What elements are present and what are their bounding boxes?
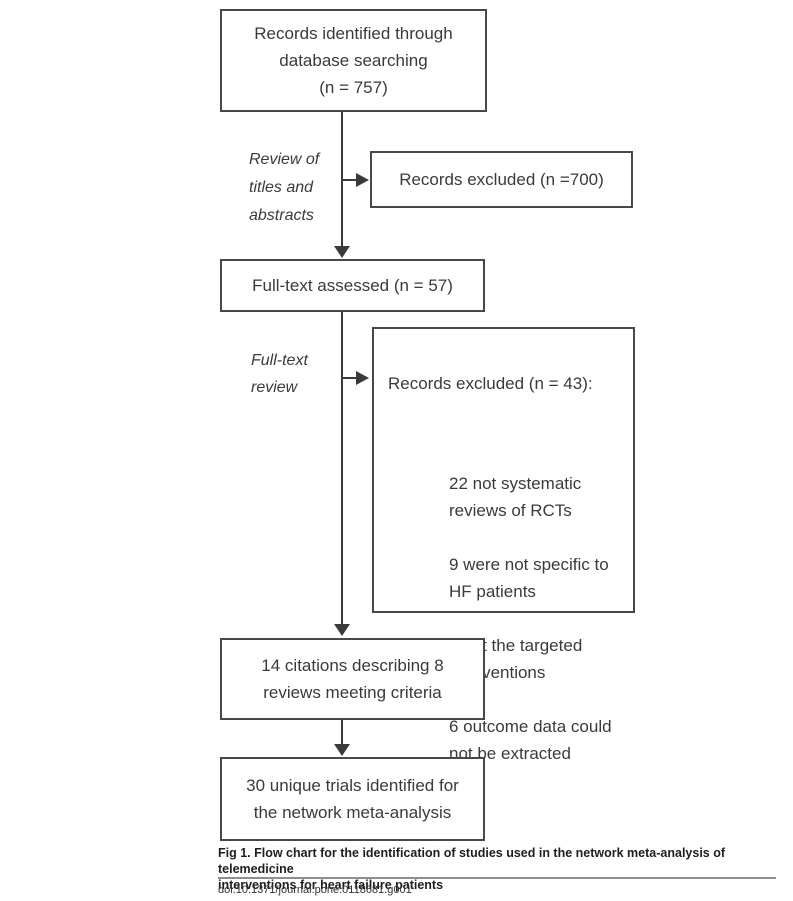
figure-doi: doi:10.1371/journal.pone.0118681.g001 xyxy=(218,884,412,896)
box-records-excluded-fulltext: Records excluded (n = 43): 22 not system… xyxy=(372,327,635,763)
connector-line-vertical xyxy=(341,720,343,745)
box-records-excluded-titles: Records excluded (n =700) xyxy=(370,151,633,208)
exclusion-reason: 22 not systematic reviews of RCTs xyxy=(449,474,582,520)
edge-label-fulltext-review: Full-text review xyxy=(251,352,308,396)
box-citations-meeting-criteria: 14 citations describing 8 reviews meetin… xyxy=(220,638,485,720)
exclusion-reason-list: 22 not systematic reviews of RCTs 9 were… xyxy=(449,443,625,794)
arrow-down-icon xyxy=(334,246,350,258)
arrow-down-icon xyxy=(334,624,350,636)
connector-line-horizontal xyxy=(342,377,357,379)
box-records-identified: Records identified through database sear… xyxy=(220,9,487,112)
arrow-down-icon xyxy=(334,744,350,756)
exclusion-reason: 9 were not specific to HF patients xyxy=(449,555,609,601)
figure-caption: Fig 1. Flow chart for the identification… xyxy=(218,846,726,892)
box-unique-trials: 30 unique trials identified for the netw… xyxy=(220,757,485,841)
connector-line-horizontal xyxy=(342,179,357,181)
caption-divider xyxy=(218,877,776,879)
box-fulltext-assessed: Full-text assessed (n = 57) xyxy=(220,259,485,312)
edge-label-review-titles-abstracts: Review of titles and abstracts xyxy=(249,151,320,224)
excluded-fulltext-heading: Records excluded (n = 43): xyxy=(388,374,593,393)
arrow-right-icon xyxy=(356,173,369,187)
connector-line-vertical xyxy=(341,312,343,624)
arrow-right-icon xyxy=(356,371,369,385)
